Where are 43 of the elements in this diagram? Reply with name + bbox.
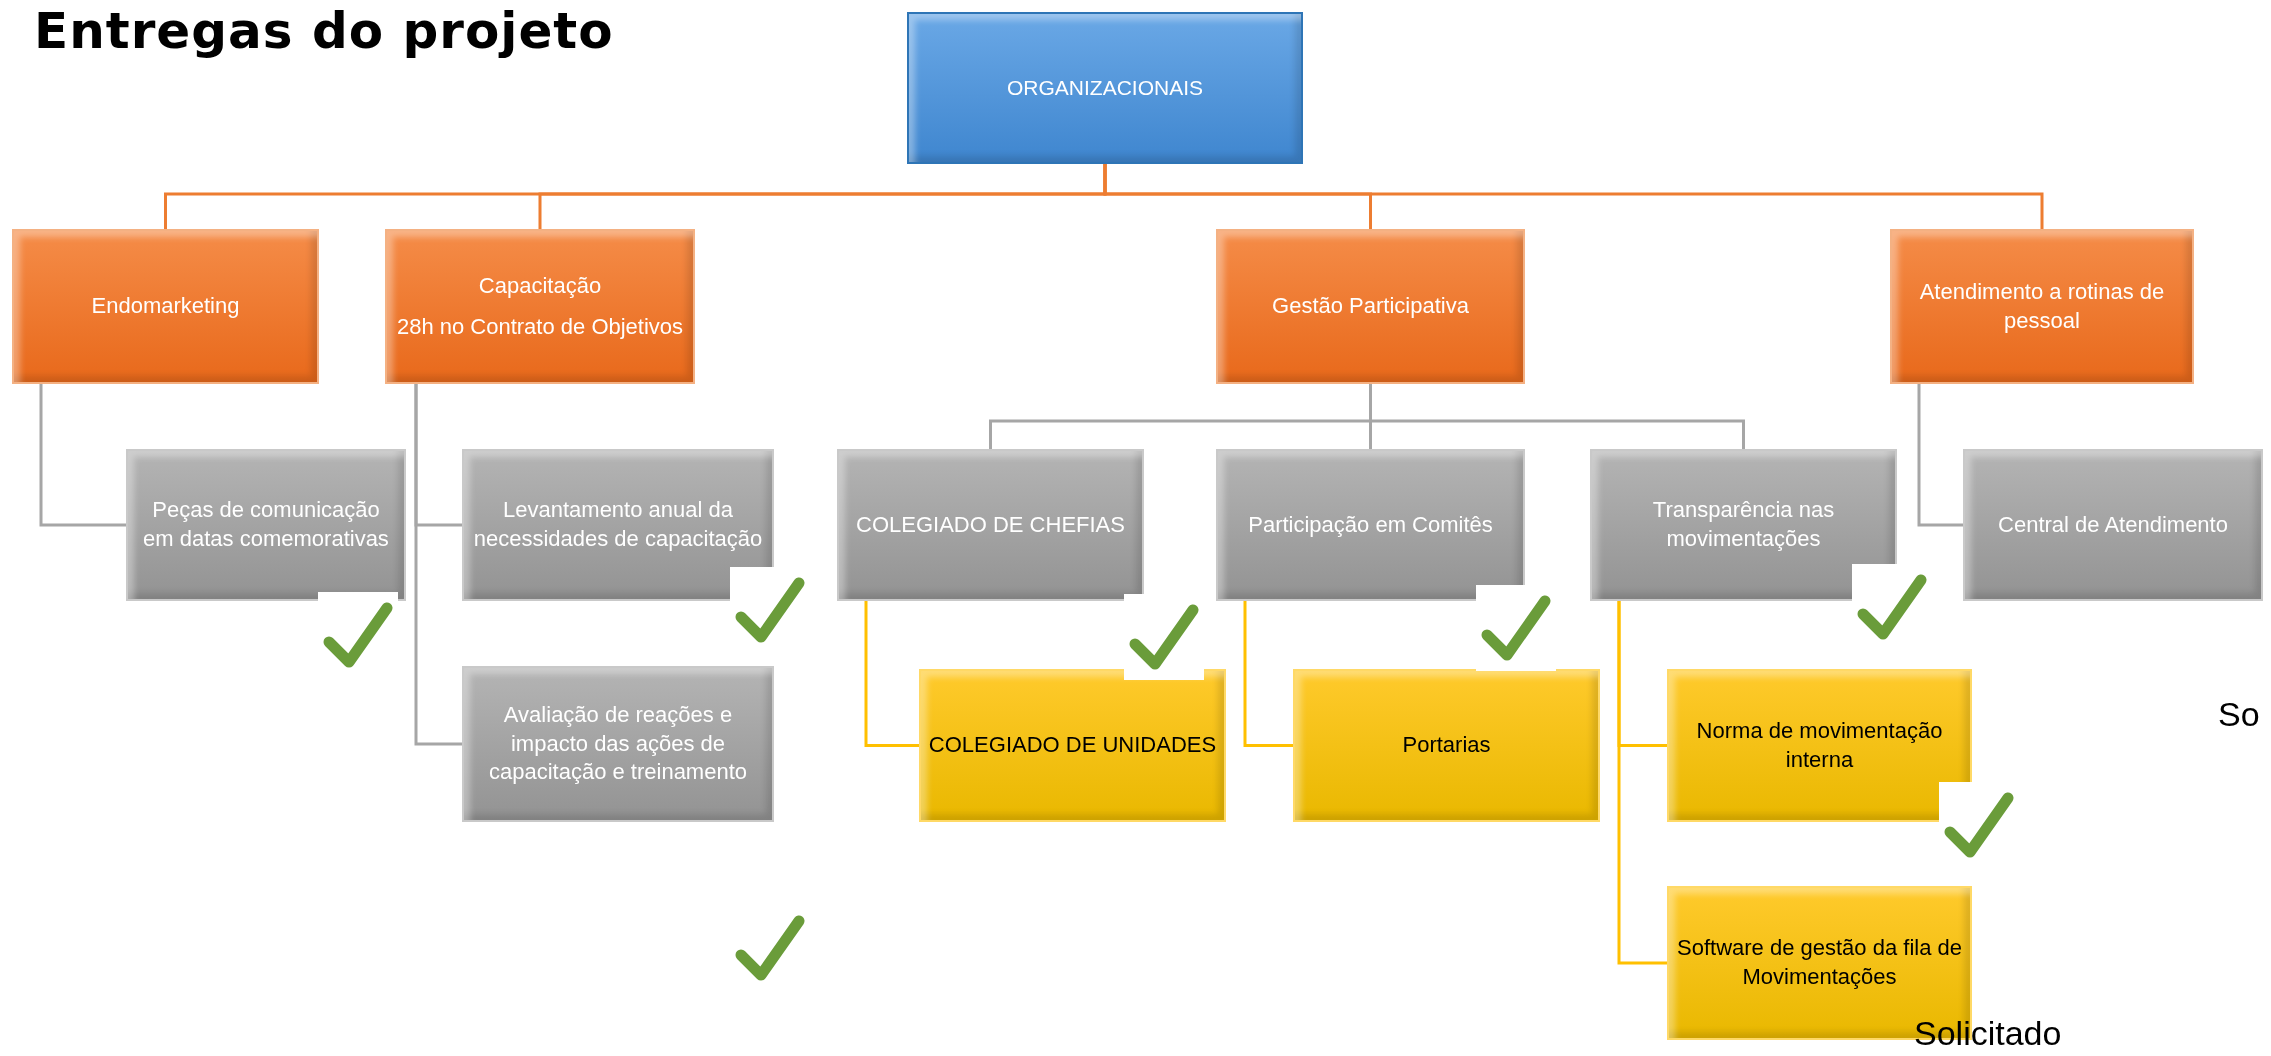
box-label: Peças de comunicação em datas comemorativas — [142, 496, 390, 553]
page-title: Entregas do projeto — [34, 2, 614, 60]
connector-line — [1243, 601, 1293, 747]
org-chart-box — [1293, 669, 1600, 822]
org-chart-box — [1890, 229, 2194, 384]
connector-line — [1617, 601, 1667, 965]
status-note: Solicitado — [1914, 1014, 2062, 1053]
org-chart-box — [462, 666, 774, 822]
box-label: 28h no Contrato de Objetivos — [396, 312, 684, 341]
org-chart-box — [837, 449, 1144, 601]
org-chart-box — [1590, 449, 1897, 601]
box-label: COLEGIADO DE CHEFIAS — [856, 510, 1125, 539]
org-chart-box — [1667, 669, 1972, 822]
connector-line — [864, 601, 919, 747]
org-chart-box — [385, 229, 695, 384]
org-chart-box — [1216, 449, 1525, 601]
box-label: Avaliação de reações e impacto das ações de capacitação e treinamento — [487, 701, 749, 787]
connector-line — [1103, 164, 2044, 229]
box-label: Participação em Comitês — [1248, 510, 1493, 539]
org-chart-box — [907, 12, 1303, 164]
connector-line — [414, 384, 462, 746]
box-label: Atendimento a rotinas de pessoal — [1918, 277, 2166, 335]
box-label: Portarias — [1402, 731, 1491, 760]
box-label: Capacitação — [478, 271, 602, 300]
status-note: So — [2218, 695, 2260, 734]
org-chart-box — [919, 669, 1226, 822]
org-chart-box — [462, 449, 774, 601]
org-chart-box — [1963, 449, 2263, 601]
org-chart-box — [1216, 229, 1525, 384]
box-label: Levantamento anual da necessidades de capacitação — [472, 496, 764, 553]
org-chart-box — [12, 229, 319, 384]
connector-line — [39, 384, 126, 527]
box-label: ORGANIZACIONAIS — [1007, 75, 1203, 102]
connector-line — [1917, 384, 1963, 527]
org-chart-box — [126, 449, 406, 601]
box-label: Norma de movimentação interna — [1695, 716, 1944, 774]
box-label: Endomarketing — [91, 292, 240, 321]
box-label: COLEGIADO DE UNIDADES — [928, 731, 1217, 760]
box-label: Gestão Participativa — [1272, 292, 1469, 321]
box-label: Transparência nas movimentações — [1651, 496, 1836, 553]
box-label: Central de Atendimento — [1998, 510, 2228, 539]
connector-line — [1369, 384, 1745, 449]
box-label: Software de gestão da fila de Movimentações — [1676, 934, 1963, 991]
